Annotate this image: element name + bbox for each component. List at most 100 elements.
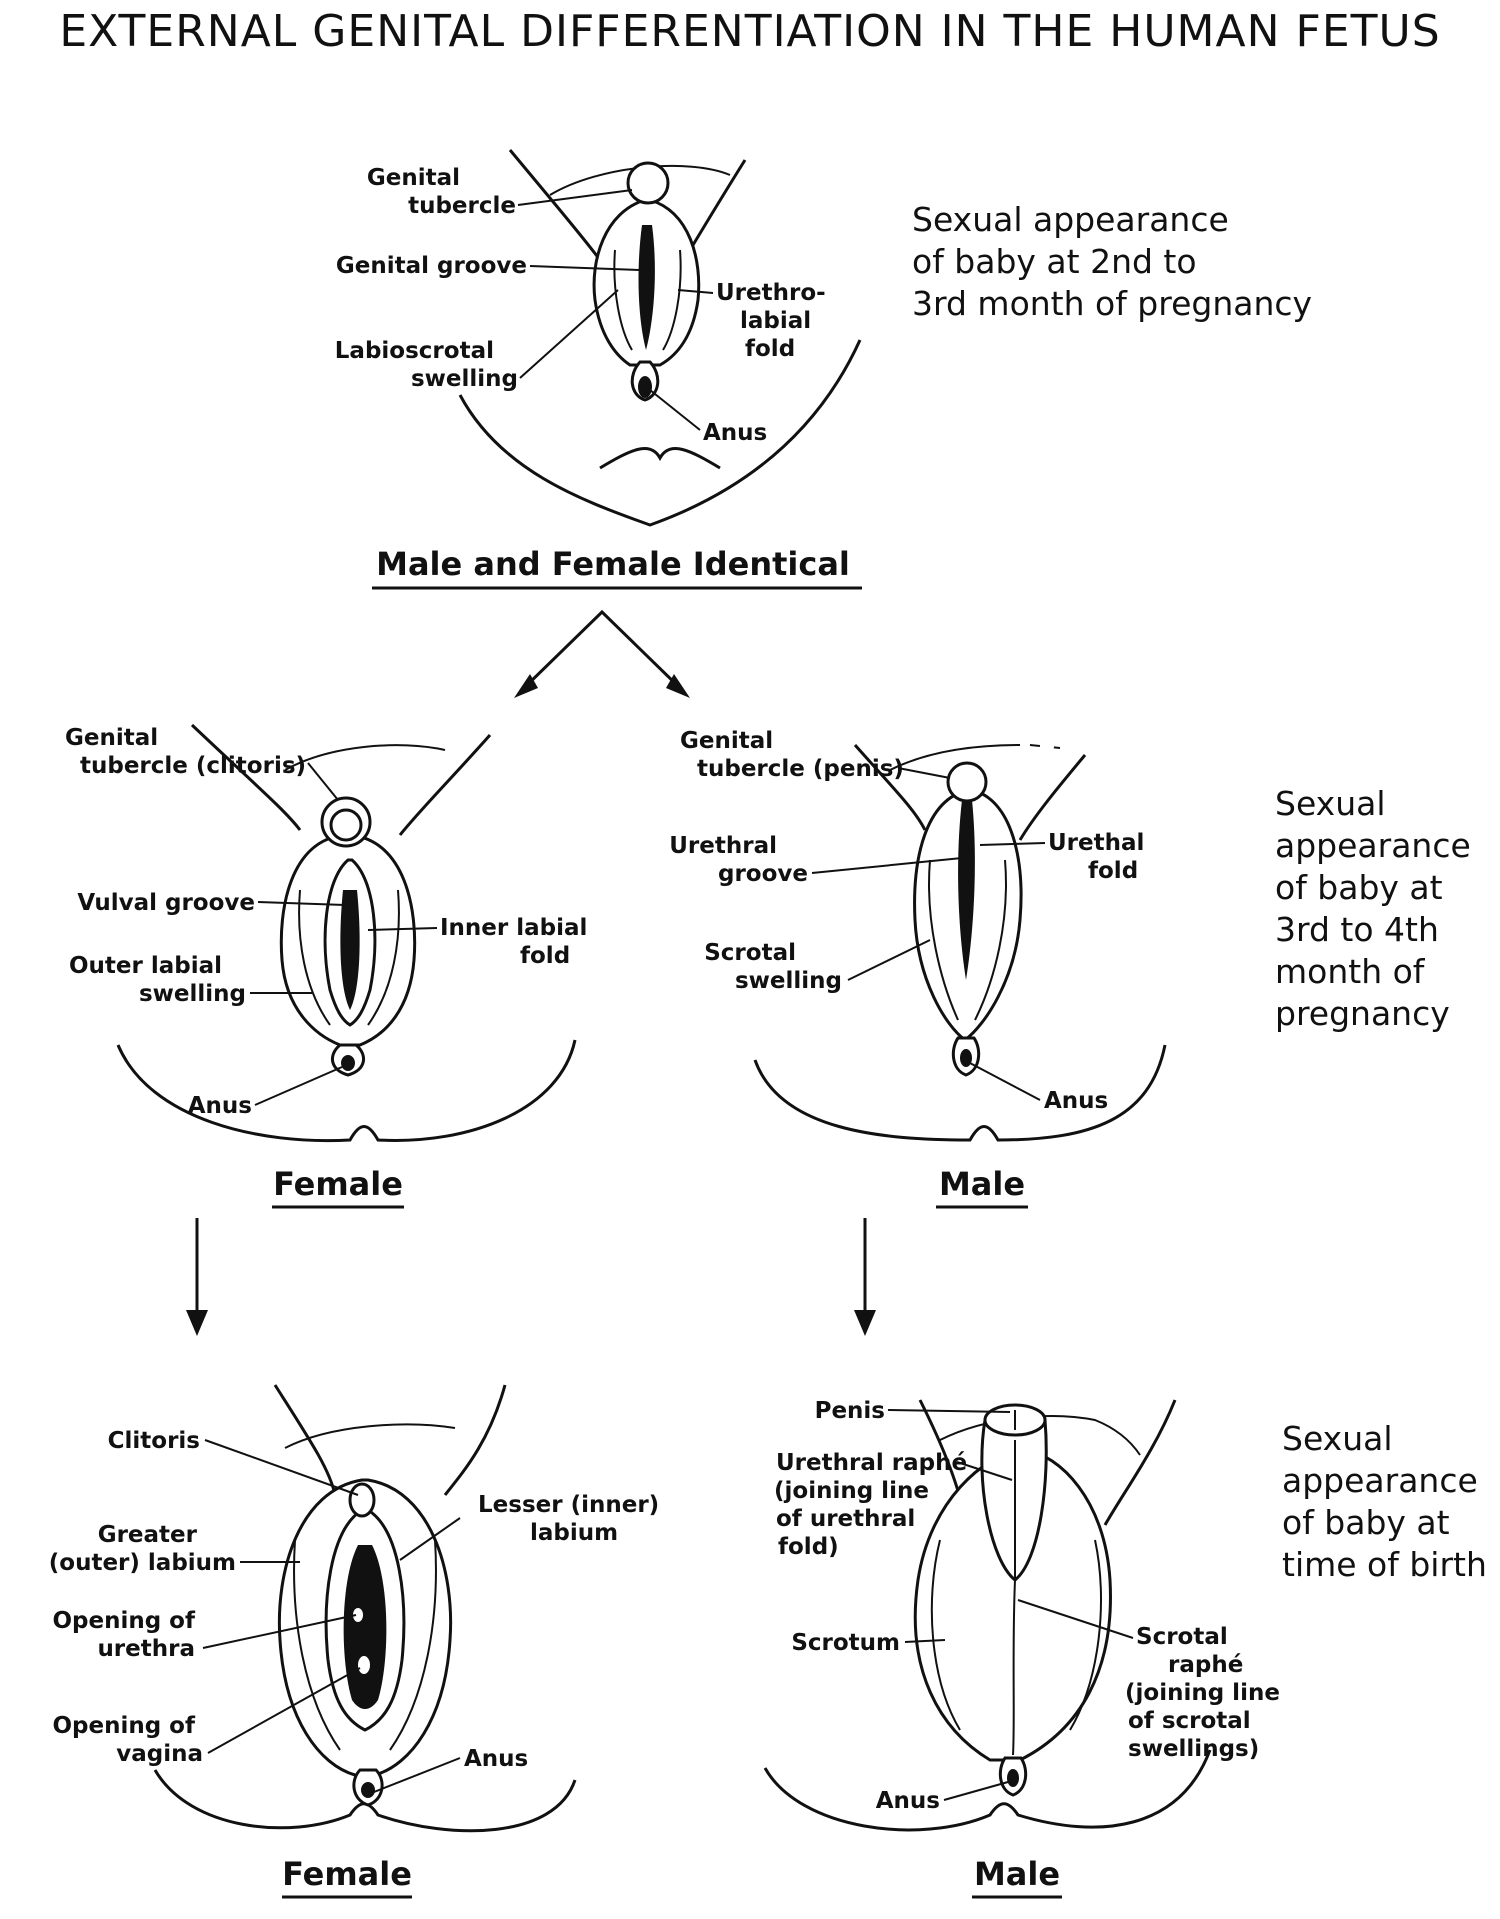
label-s3f-clitoris: Clitoris — [108, 1428, 200, 1454]
label-s3m-urethral-raphe: Urethral raphé (joining line of urethral… — [774, 1450, 975, 1560]
s3f-leader-urethra — [202, 1614, 357, 1649]
s3f-clitoris-shape — [348, 1482, 376, 1518]
s3f-vagina-opening-shape — [358, 1656, 370, 1674]
s3f-right-thigh-line — [443, 1384, 507, 1496]
stage1-right-fold-line — [662, 249, 682, 351]
s3m-anus-shape — [1007, 1769, 1019, 1787]
label-s3m-penis: Penis — [815, 1398, 885, 1424]
s3m-leader-penis — [887, 1409, 1011, 1413]
s2m-right-swelling-line — [974, 859, 1007, 1021]
stage2-male-illustration — [753, 744, 1167, 1142]
s2m-leader-urethral-groove — [811, 857, 963, 874]
s2m-abdomen-line — [889, 744, 1021, 771]
stage1-buttocks-outline — [458, 339, 862, 527]
stage2-female-caption: Female — [273, 1165, 403, 1203]
branch-arrow-left-head — [514, 674, 538, 698]
s2f-abdomen-line — [284, 744, 446, 771]
s2f-leader-tubercle — [307, 762, 339, 801]
stage3-male-leaders — [887, 1409, 1134, 1801]
stage1-gluteal-cleft — [599, 447, 721, 470]
stage1-leader-genital-tubercle — [517, 189, 633, 206]
stage3-male-illustration — [763, 1399, 1212, 1832]
s2f-left-thigh-line — [190, 723, 302, 831]
s3f-abdomen-line — [284, 1423, 456, 1449]
s3m-left-scrotum-line — [930, 1539, 961, 1731]
s2f-right-thigh-line — [398, 734, 492, 836]
s2m-urethral-groove-shape — [958, 800, 975, 980]
label-anus-stage1: Anus — [703, 420, 767, 446]
s3m-buttocks-outline — [763, 1749, 1212, 1832]
label-s3f-anus: Anus — [464, 1746, 528, 1772]
label-s2m-anus: Anus — [1044, 1088, 1108, 1114]
s2m-leader-urethal-fold — [979, 842, 1046, 846]
stage1-leaders — [517, 189, 714, 431]
s2f-right-swelling-line — [367, 889, 400, 1026]
stage1-labels: Genital tubercle Genital groove Labioscr… — [335, 165, 826, 446]
stage1-side-text: Sexual appearance of baby at 2nd to 3rd … — [912, 200, 1312, 323]
label-s2m-genital-tubercle: Genital tubercle (penis) — [680, 728, 904, 782]
label-s2m-scrotal-swelling: Scrotal swelling — [704, 940, 842, 994]
s3m-abdomen-line — [939, 1415, 1141, 1456]
branch-arrow-right-head — [666, 674, 690, 698]
stage2-female-labels: Genital tubercle (clitoris) Vulval groov… — [65, 725, 595, 1119]
s2f-leader-inner-fold — [367, 927, 438, 931]
s3f-right-labium-line — [389, 1539, 437, 1751]
label-s3f-opening-urethra: Opening of urethra — [52, 1608, 203, 1662]
label-s3f-greater-labium: Greater (outer) labium — [49, 1522, 236, 1576]
s2f-genital-tubercle-shape — [329, 808, 363, 842]
label-s2m-urethral-groove: Urethral groove — [669, 833, 808, 887]
branch-arrow-lines — [520, 609, 684, 692]
s2m-left-thigh-line — [853, 744, 927, 831]
s3m-leader-scrotal-raphe — [1017, 1599, 1134, 1639]
s2m-leader-tubercle — [897, 767, 951, 779]
label-s3m-scrotal-raphe: Scrotal raphé (joining line of scrotal s… — [1125, 1624, 1288, 1762]
s2m-right-thigh-line — [1018, 754, 1087, 841]
s2m-abdomen-dash — [1029, 744, 1061, 749]
stage3-male-labels: Penis Urethral raphé (joining line of ur… — [774, 1398, 1288, 1814]
stage1-illustration — [458, 149, 862, 527]
stage1-left-fold-line — [613, 249, 633, 351]
label-s2f-genital-tubercle: Genital tubercle (clitoris) — [65, 725, 306, 779]
s3f-leader-clitoris — [204, 1439, 359, 1496]
stage1-leader-genital-groove — [529, 265, 641, 271]
stage1-anus-shape — [638, 376, 652, 398]
s3f-leader-anus — [373, 1757, 461, 1793]
s2m-left-swelling-line — [928, 859, 959, 1021]
label-s3m-anus: Anus — [876, 1788, 940, 1814]
label-s2f-inner-labial-fold: Inner labial fold — [440, 915, 595, 969]
stage3-female-leaders — [202, 1439, 461, 1793]
stage3-female-caption: Female — [282, 1855, 412, 1893]
stage1-leader-labioscrotal — [519, 289, 619, 379]
s3m-scrotal-raphe-shape — [1012, 1579, 1016, 1756]
diagram-title: EXTERNAL GENITAL DIFFERENTIATION IN THE … — [59, 6, 1441, 57]
down-arrows — [186, 1218, 876, 1336]
s3f-leader-lesser-labium — [399, 1517, 461, 1561]
stage2-male-leaders — [811, 767, 1046, 1101]
s3f-vestibule-shape — [343, 1545, 387, 1709]
stage1-right-thigh-line — [688, 159, 747, 251]
stage1-caption: Male and Female Identical — [376, 545, 850, 583]
stage2-male-caption: Male — [939, 1165, 1025, 1203]
s2f-vulval-groove-shape — [340, 890, 360, 1010]
label-s3m-scrotum: Scrotum — [791, 1630, 900, 1656]
label-genital-groove: Genital groove — [336, 253, 527, 279]
stage2-side-text: Sexual appearance of baby at 3rd to 4th … — [1275, 784, 1481, 1033]
stage2-male-labels: Genital tubercle (penis) Urethral groove… — [669, 728, 1152, 1114]
label-s2f-outer-labial-swelling: Outer labial swelling — [69, 953, 246, 1007]
s2f-anus-shape — [341, 1055, 355, 1071]
s3f-leader-vagina — [207, 1667, 361, 1754]
label-genital-tubercle: Genital tubercle — [367, 165, 516, 219]
stage2-female-illustration — [116, 723, 577, 1143]
s2f-leader-vulval-groove — [257, 901, 346, 906]
stage3-side-text: Sexual appearance of baby at time of bir… — [1282, 1419, 1488, 1584]
label-s3f-opening-vagina: Opening of vagina — [52, 1713, 203, 1767]
label-s2m-urethal-fold: Urethal fold — [1048, 830, 1152, 884]
stage1-genital-groove-shape — [638, 225, 655, 350]
s3m-leader-scrotum — [904, 1639, 946, 1643]
stage1-leader-anus — [649, 389, 701, 431]
s3f-anus-shape — [361, 1782, 375, 1798]
s3m-leader-anus — [943, 1781, 1009, 1801]
stage1-leader-urethrolabial — [677, 289, 714, 294]
stage3-female-labels: Clitoris Greater (outer) labium Opening … — [49, 1428, 659, 1772]
